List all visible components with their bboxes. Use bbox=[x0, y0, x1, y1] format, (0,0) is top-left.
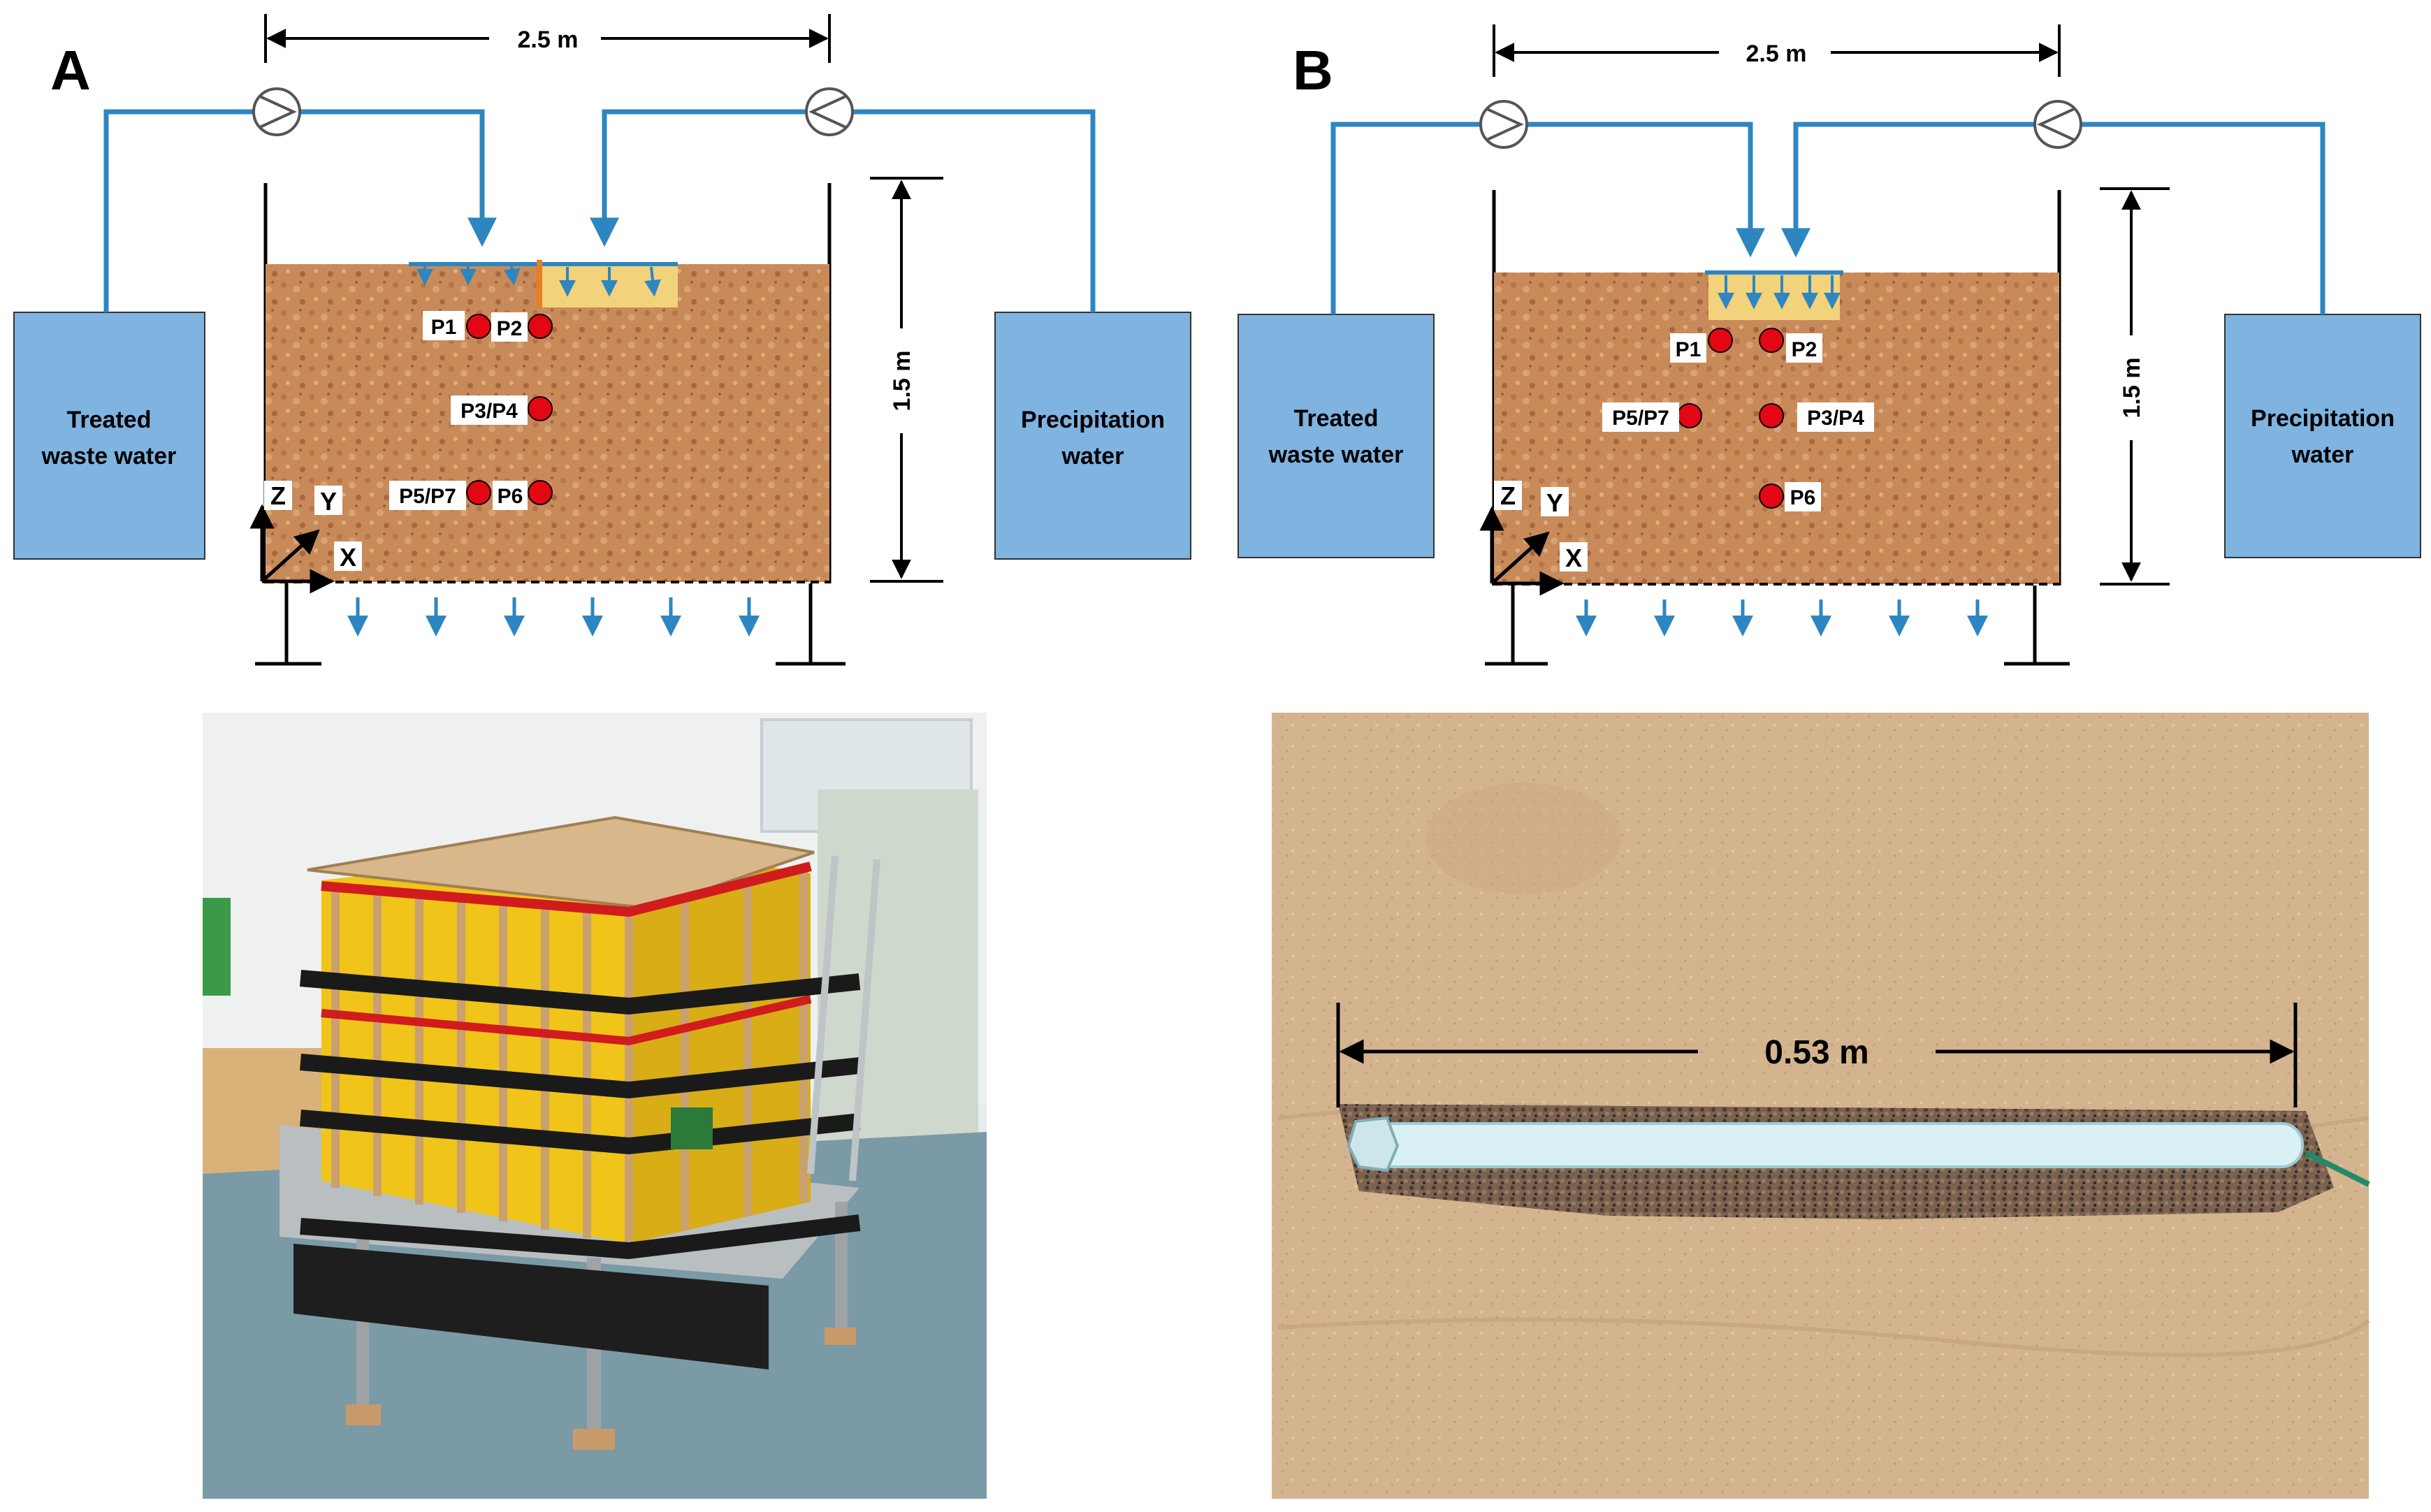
svg-text:P6: P6 bbox=[498, 485, 523, 508]
sensor-p6: P6 bbox=[1759, 482, 1821, 511]
precipitation-water-tank bbox=[994, 312, 1191, 560]
infiltration-arrows bbox=[416, 265, 661, 297]
width-label: 2.5 m bbox=[518, 27, 579, 53]
tank-right-line2: water bbox=[1061, 443, 1124, 470]
svg-text:Z: Z bbox=[1500, 481, 1516, 510]
sensor-p3-p4: P3/P4 bbox=[1759, 402, 1874, 432]
tank-left-line2: waste water bbox=[41, 443, 177, 470]
svg-text:P1: P1 bbox=[1676, 338, 1701, 361]
soil-body bbox=[266, 264, 829, 582]
axes-icon: Z Y X bbox=[1479, 481, 1588, 596]
tank-left-line1: Treated bbox=[1294, 405, 1379, 432]
drainage-arrows bbox=[347, 597, 760, 637]
soil-body bbox=[1494, 272, 2059, 584]
svg-text:X: X bbox=[1565, 544, 1582, 572]
height-label: 1.5 m bbox=[889, 351, 915, 412]
tank-right-line1: Precipitation bbox=[1021, 407, 1165, 433]
sensor-p1: P1 bbox=[423, 311, 491, 340]
sensor-p6: P6 bbox=[493, 480, 553, 510]
height-label: 1.5 m bbox=[2119, 358, 2145, 419]
svg-text:P5/P7: P5/P7 bbox=[399, 485, 456, 508]
pipe-right-inlet bbox=[847, 109, 1096, 312]
tank-left-line1: Treated bbox=[67, 407, 152, 433]
pump-right-icon bbox=[805, 87, 854, 136]
treated-waste-water-tank bbox=[1238, 314, 1435, 558]
tank-left-line2: waste water bbox=[1268, 442, 1404, 468]
panel-b: B 2.5 m Treated waste water Precipitatio… bbox=[1238, 24, 2421, 666]
sensor-p5-p7: P5/P7 bbox=[1602, 402, 1702, 432]
treated-waste-water-tank bbox=[13, 312, 205, 560]
sensor-p2: P2 bbox=[1759, 328, 1822, 363]
svg-text:P2: P2 bbox=[1792, 338, 1817, 361]
pipe-left-outlet bbox=[293, 109, 497, 247]
panel-a-letter: A bbox=[50, 39, 91, 101]
svg-text:P3/P4: P3/P4 bbox=[460, 400, 518, 423]
pipe-length-label: 0.53 m bbox=[1764, 1034, 1868, 1071]
pipe-left-inlet bbox=[103, 109, 256, 312]
panel-b-letter: B bbox=[1293, 39, 1333, 101]
svg-text:Z: Z bbox=[270, 481, 286, 510]
drainage-pipe bbox=[1372, 1122, 2304, 1168]
svg-text:P2: P2 bbox=[497, 317, 523, 340]
sensor-p1: P1 bbox=[1670, 328, 1733, 363]
tank-right-line2: water bbox=[2291, 442, 2354, 468]
lysimeter-frame-photo bbox=[203, 713, 987, 1499]
width-label: 2.5 m bbox=[1746, 41, 1807, 67]
svg-text:P1: P1 bbox=[431, 316, 457, 339]
svg-text:P6: P6 bbox=[1790, 486, 1816, 509]
infiltration-arrows bbox=[1718, 275, 1841, 310]
pump-left-icon bbox=[1479, 100, 1528, 149]
svg-text:P5/P7: P5/P7 bbox=[1612, 407, 1669, 430]
pipe-right-outlet bbox=[590, 109, 807, 247]
drainage-arrows bbox=[1576, 599, 1988, 637]
drainage-pipe-in-sand-photo: 0.53 m bbox=[1272, 713, 2370, 1499]
infiltration-zone bbox=[1708, 272, 1840, 320]
sensor-p3-p4: P3/P4 bbox=[451, 395, 553, 425]
sensor-p2: P2 bbox=[491, 312, 553, 342]
pump-left-icon bbox=[252, 87, 301, 136]
panel-a: A 2.5 m Treated waste water Precipitatio… bbox=[13, 14, 1191, 666]
sensor-p5-p7: P5/P7 bbox=[389, 480, 491, 510]
pump-right-icon bbox=[2033, 100, 2082, 149]
axes-icon: Z Y X bbox=[249, 481, 362, 594]
svg-text:X: X bbox=[340, 543, 356, 572]
svg-text:Y: Y bbox=[1546, 488, 1563, 517]
tank-right-line1: Precipitation bbox=[2251, 405, 2395, 432]
svg-text:Y: Y bbox=[320, 487, 337, 516]
precipitation-water-tank bbox=[2224, 314, 2421, 558]
svg-text:P3/P4: P3/P4 bbox=[1807, 407, 1864, 430]
